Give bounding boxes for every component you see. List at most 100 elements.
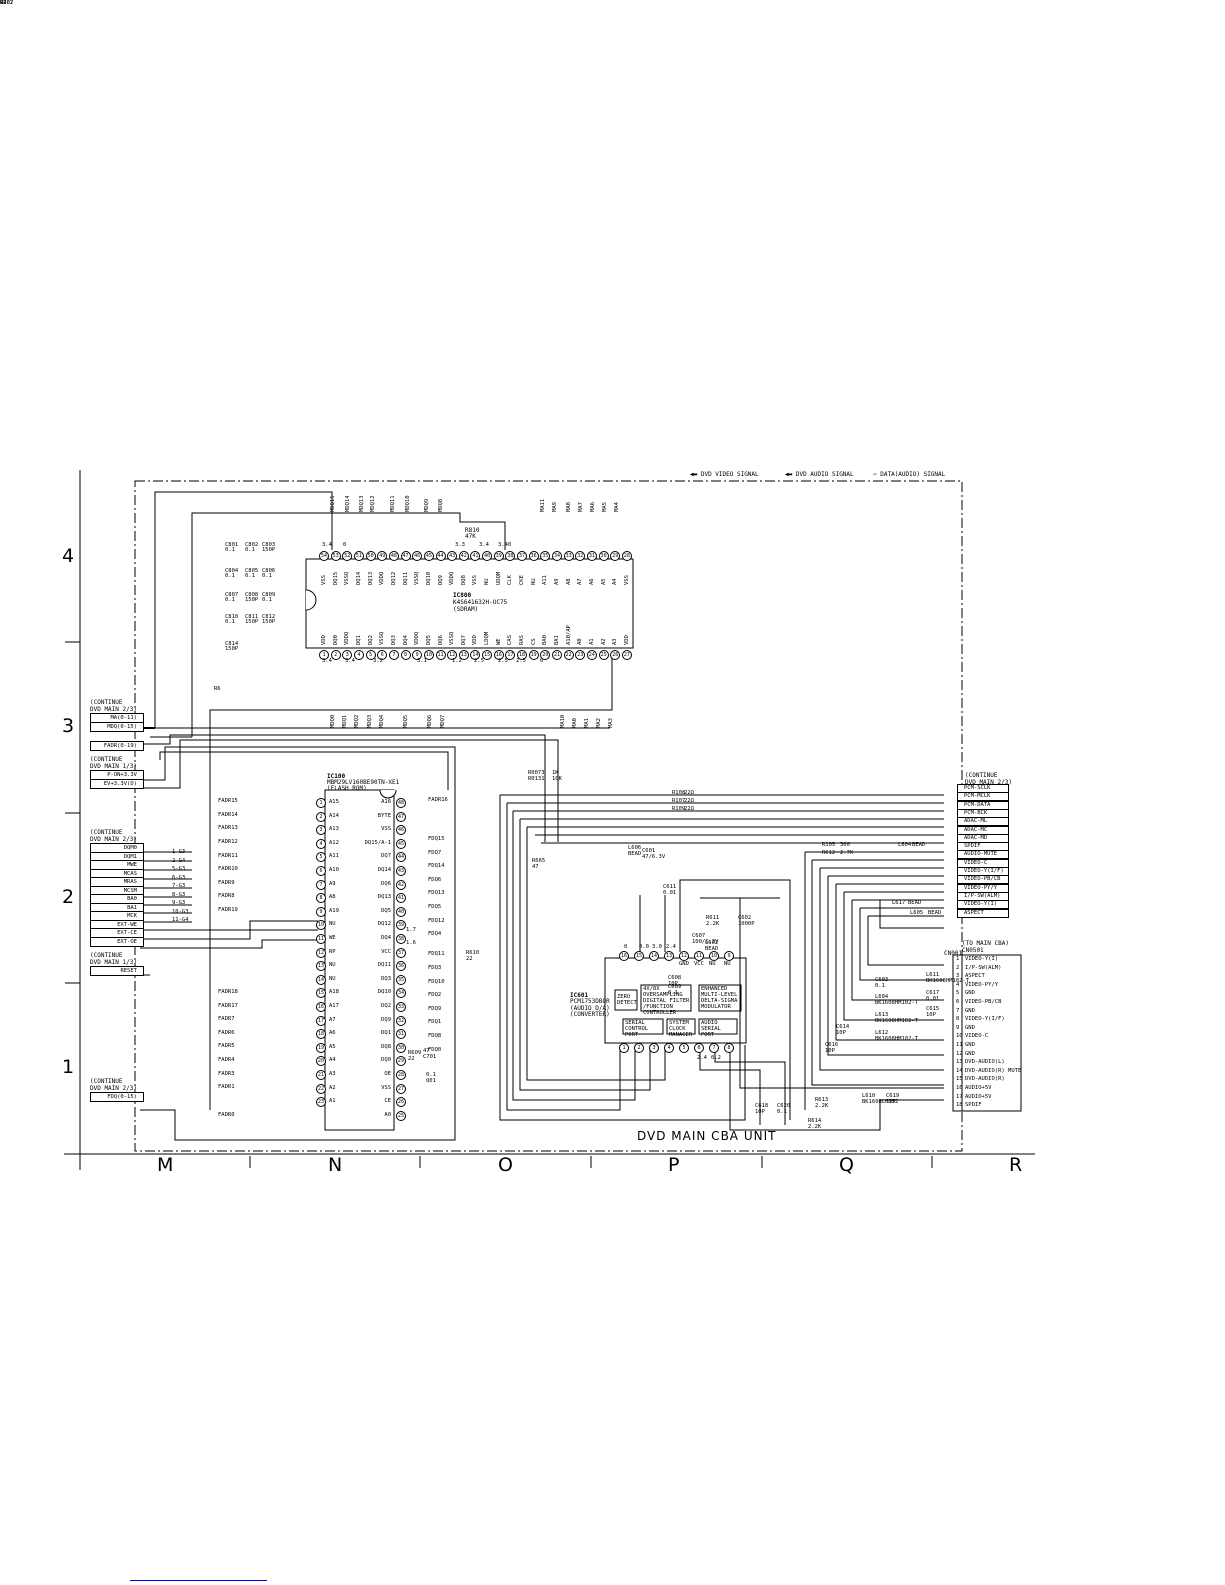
sdram-pin-name: CKE [519,575,526,585]
flash-ref: IC100 [327,773,346,780]
legend-data-signal: ⇦ DATA(AUDIO) SIGNAL [873,471,946,478]
sdram-pin-number: 25 [598,650,609,660]
sdram-top-net: MA4 [614,502,620,512]
flash-left-net: FADR5 [218,1043,235,1049]
flash-pin-name: A16 [381,799,392,805]
component-label: 1000P [738,921,755,927]
flash-pin-number: 6 [316,866,326,876]
sdram-pin-name: DQ7 [460,635,467,645]
component-label: C609 [668,984,682,990]
cn-pin-number: 15 [956,1076,963,1083]
sdram-pin-name: LDQM [484,631,491,645]
component-label: R6 [214,686,221,692]
cn-pin-name: VIDEO-PB/CB [965,999,1002,1005]
dac-pin-number: 3 [649,1043,659,1053]
cn-pin-number: 6 [956,999,960,1005]
flash-right-net: FDQ11 [428,951,445,957]
sdram-top-net: MDQ11 [390,495,396,512]
component-label: L605 [910,910,924,916]
flash-pin-number: 13 [316,961,326,972]
component-label: 10P [668,981,678,987]
flash-pin-number: 2 [316,811,326,822]
flash-pin-name: A12 [329,839,339,846]
sdram-pin-number: 41 [470,551,481,561]
capacitor-value: 0.1 [245,573,255,579]
flash-pin-number: 14 [316,974,326,985]
voltage-label: 3.3 [455,542,465,548]
sdram-pin-name: VSSQ [379,631,386,645]
voltage-label: 3.4 [322,542,332,548]
dac-block-audio-port: AUDIO SERIAL PORT [701,1020,721,1038]
sdram-pin-name: DQ6 [437,635,444,645]
sdram-pin-name: A3 [612,638,619,645]
component-label: R108 [672,790,686,796]
component-label: C611 [663,884,677,890]
component-label: 1K [552,770,559,776]
flash-pin-number: 22 [316,1083,326,1094]
flash-pin-number: 32 [396,1015,406,1026]
component-label: 22Ω [684,798,694,804]
flash-left-net: FADR7 [218,1016,235,1022]
component-label: C608 [668,975,682,981]
cn-pin-name: GND [965,1007,975,1014]
row-label-4: 4 [62,545,75,567]
cn-pin-name: VIDEO-PY/Y [965,981,999,988]
voltage-label: 3.2 [373,658,383,664]
capacitor-value: 0.1 [225,547,235,553]
sdram-pin-name: VSSQ [449,631,456,645]
flash-pin-number: 8 [316,893,326,904]
sdram-pin-number: 36 [528,551,539,561]
voltage-label: 3.1 [417,658,427,664]
flash-pin-name: A1 [329,1098,336,1105]
component-label: L611 [926,972,940,978]
capacitor-ref: C801 [225,542,239,548]
dac-pin-number: 16 [619,951,629,961]
sdram-pin-number: 39 [493,551,504,561]
capacitor-value: 0.1 [245,547,255,553]
cn-pin-number: 11 [956,1042,963,1048]
flash-pin-name: A18 [329,989,339,996]
flash-pin-name: A17 [329,1003,339,1009]
sdram-pin-number: 4 [353,650,364,660]
flash-right-net: FDQ13 [428,890,445,896]
footer-link-underline[interactable] [130,1580,267,1581]
sdram-pin-number: 15 [482,650,493,660]
col-label-P: P [668,1154,680,1176]
cn-note: (TO MAIN CBA) CN0501 [962,940,1009,954]
left-pin-ref: 11-G4 [172,917,189,923]
sdram-bottom-net: MA2 [596,718,602,728]
flash-pin-name: DQ4 [381,935,392,941]
flash-left-net: FADR3 [218,1071,235,1077]
component-label: 0.01 [663,890,677,896]
sdram-top-net: MA5 [602,502,608,512]
flash-right-net: FDQ12 [428,918,445,924]
capacitor-ref: C809 [262,592,276,598]
sdram-top-net: MDQ13 [359,495,365,512]
dac-block-zero-detect: ZERO DETECT [617,994,637,1006]
flash-right-net: FDQ10 [428,979,445,985]
component-label: L604 [875,994,889,1000]
component-label: 10P [836,1030,846,1036]
flash-pin-name: A3 [329,1071,336,1077]
sdram-pin-name: A7 [577,578,584,585]
flash-left-net: FADR11 [218,853,238,859]
sdram-pin-name: VDDQ [449,571,456,585]
flash-pin-number: 34 [396,988,406,999]
legend-audio-signal: ◀▬ DVD AUDIO SIGNAL [785,471,854,478]
sdram-pin-number: 40 [482,551,493,561]
flash-pin-number: 30 [396,1042,406,1053]
capacitor-ref: C804 [225,568,239,574]
component-label: C615 [926,1006,940,1012]
sdram-pin-name: A6 [588,578,595,585]
sdram-pin-number: 28 [621,551,632,561]
dac-pin-number: 11 [694,951,704,961]
flash-part: MBM29LV160BE90TN-XE1 [327,779,400,786]
flash-pin-number: 26 [396,1097,406,1108]
component-label: BEAD [928,910,942,916]
cn-pin-number: 2 [956,964,960,971]
dac-block-modulator: ENHANCED MULTI-LEVEL DELTA-SIGMA MODULAT… [701,986,738,1010]
component-label: R667 [0,0,14,6]
sdram-top-net: MA7 [578,502,584,512]
flash-pin-name: A5 [329,1043,336,1050]
r810-ref: R810 [465,527,480,534]
